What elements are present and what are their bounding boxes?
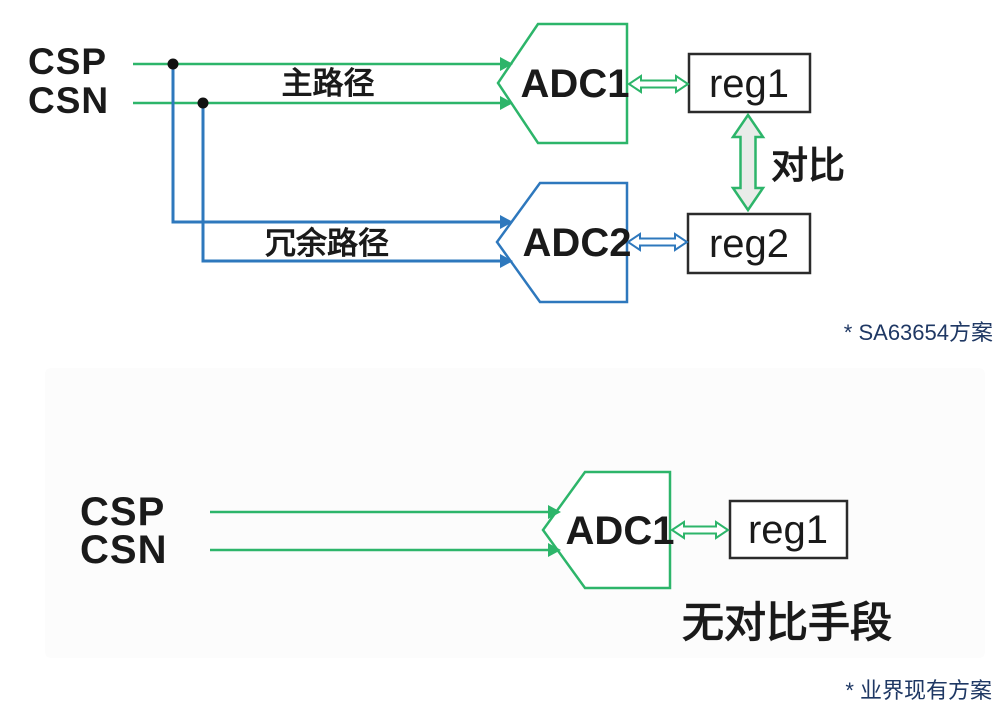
- adc1-label: ADC1: [521, 62, 630, 106]
- csp-label-bottom: CSP: [80, 490, 165, 534]
- adc1-block-shape: [496, 22, 629, 145]
- redundant-path-label: 冗余路径: [265, 226, 389, 261]
- top-caption: * SA63654方案: [844, 320, 993, 345]
- csn-redundant-wire: [201, 103, 501, 263]
- csn-label: CSN: [28, 80, 109, 121]
- csp-redundant-arrowhead-icon: [500, 215, 513, 229]
- adc2-label: ADC2: [523, 221, 632, 265]
- adc2-reg2-double-arrow-icon: [626, 232, 689, 252]
- csn-label-bottom: CSN: [80, 528, 167, 572]
- compare-label: 对比: [771, 145, 845, 186]
- adc1-label-bottom: ADC1: [566, 509, 675, 553]
- reg1-box: [687, 52, 812, 114]
- adc1-block-shape-bottom: [541, 470, 672, 590]
- bottom-caption: * 业界现有方案: [845, 678, 992, 703]
- csp-redundant-wire: [171, 64, 501, 224]
- adc2-block-shape: [495, 181, 629, 304]
- adc1-reg1-double-arrow-bottom-icon: [670, 520, 730, 540]
- top-diagram: CSP CSN 主路径 冗余路径 ADC1 ADC2 reg1 reg2 对比 …: [28, 22, 993, 345]
- csn-arrowhead-bottom-icon: [548, 543, 561, 557]
- main-path-label: 主路径: [282, 66, 375, 101]
- csp-arrowhead-bottom-icon: [548, 505, 561, 519]
- reg2-box: [686, 212, 812, 275]
- csn-junction-dot: [197, 97, 209, 109]
- no-compare-label: 无对比手段: [682, 599, 892, 646]
- csp-main-arrowhead-icon: [500, 57, 513, 71]
- reg2-label: reg2: [709, 222, 789, 266]
- csn-redundant-arrowhead-icon: [500, 254, 513, 268]
- compare-double-arrow-icon: [730, 112, 766, 213]
- reg1-box-bottom: [728, 499, 849, 560]
- reg1-label: reg1: [709, 62, 789, 106]
- bottom-diagram: CSP CSN ADC1 reg1 无对比手段 * 业界现有方案: [45, 368, 992, 703]
- reg1-label-bottom: reg1: [748, 508, 828, 552]
- csn-main-arrowhead-icon: [500, 96, 513, 110]
- csp-junction-dot: [167, 58, 179, 70]
- adc1-reg1-double-arrow-icon: [627, 74, 690, 94]
- csp-label: CSP: [28, 41, 107, 82]
